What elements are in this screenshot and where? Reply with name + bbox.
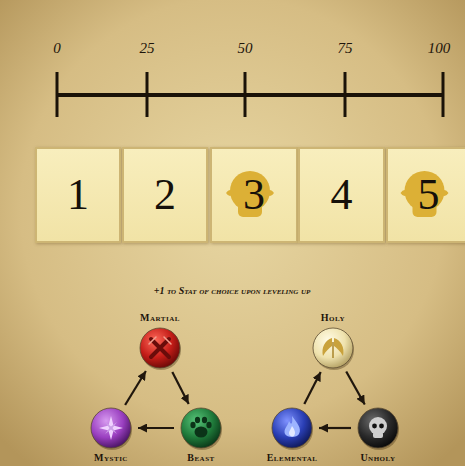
cross-icon <box>149 337 171 357</box>
level-number: 5 <box>388 149 465 241</box>
scale-tick-label: 100 <box>428 40 451 57</box>
level-card: 3 <box>210 147 298 243</box>
stat-label: Elemental <box>267 452 318 463</box>
wings-icon <box>322 338 343 358</box>
scale-tick-label: 25 <box>140 40 155 57</box>
orb-circle <box>358 408 398 448</box>
stat-orb: Mystic <box>91 408 131 448</box>
paw-icon <box>190 417 211 438</box>
rule-note: +1 to Stat of choice upon leveling up <box>154 285 311 296</box>
skull-icon <box>369 417 387 438</box>
scale-tick <box>56 72 59 117</box>
orb-circle <box>313 328 353 368</box>
stat-orb: Martial <box>140 328 180 368</box>
level-card: 4 <box>298 147 385 243</box>
stat-label: Mystic <box>94 452 128 463</box>
cycle-arrow <box>172 372 188 404</box>
level-number: 4 <box>300 149 383 241</box>
orb-circle <box>272 408 312 448</box>
stat-orb: Unholy <box>358 408 398 448</box>
cycle-arrow <box>346 372 365 405</box>
orb-circle <box>181 408 221 448</box>
stat-label: Martial <box>140 312 180 323</box>
orb-shape <box>91 408 131 448</box>
scale-tick-label: 75 <box>338 40 353 57</box>
scale-tick <box>442 72 445 117</box>
star-icon <box>99 416 123 440</box>
level-number: 1 <box>37 149 119 241</box>
cycle-arrow <box>319 427 351 429</box>
flame-icon <box>285 416 300 437</box>
cycle-arrow <box>138 427 174 429</box>
level-card: 2 <box>122 147 208 243</box>
stat-label: Beast <box>187 452 214 463</box>
level-card: 1 <box>35 147 121 243</box>
level-card: 5 <box>386 147 465 243</box>
stat-orb: Beast <box>181 408 221 448</box>
scale-tick <box>244 72 247 117</box>
cycle-arrow <box>304 372 320 404</box>
orb-shape <box>358 408 398 448</box>
scale-tick-label: 0 <box>53 40 61 57</box>
level-number: 3 <box>212 149 296 241</box>
stat-label: Unholy <box>360 452 395 463</box>
level-scale <box>57 72 443 117</box>
orb-shape <box>140 328 180 368</box>
stat-orb: Holy <box>313 328 353 368</box>
stat-orb: Elemental <box>272 408 312 448</box>
level-number: 2 <box>124 149 206 241</box>
orb-shape <box>313 328 353 368</box>
orb-circle <box>91 408 131 448</box>
orb-shape <box>272 408 312 448</box>
orb-circle <box>140 328 180 368</box>
stat-label: Holy <box>321 312 345 323</box>
scale-tick <box>344 72 347 117</box>
orb-shape <box>181 408 221 448</box>
scale-tick-label: 50 <box>238 40 253 57</box>
scale-line <box>57 93 443 97</box>
cycle-arrow <box>125 371 146 405</box>
scale-tick <box>146 72 149 117</box>
